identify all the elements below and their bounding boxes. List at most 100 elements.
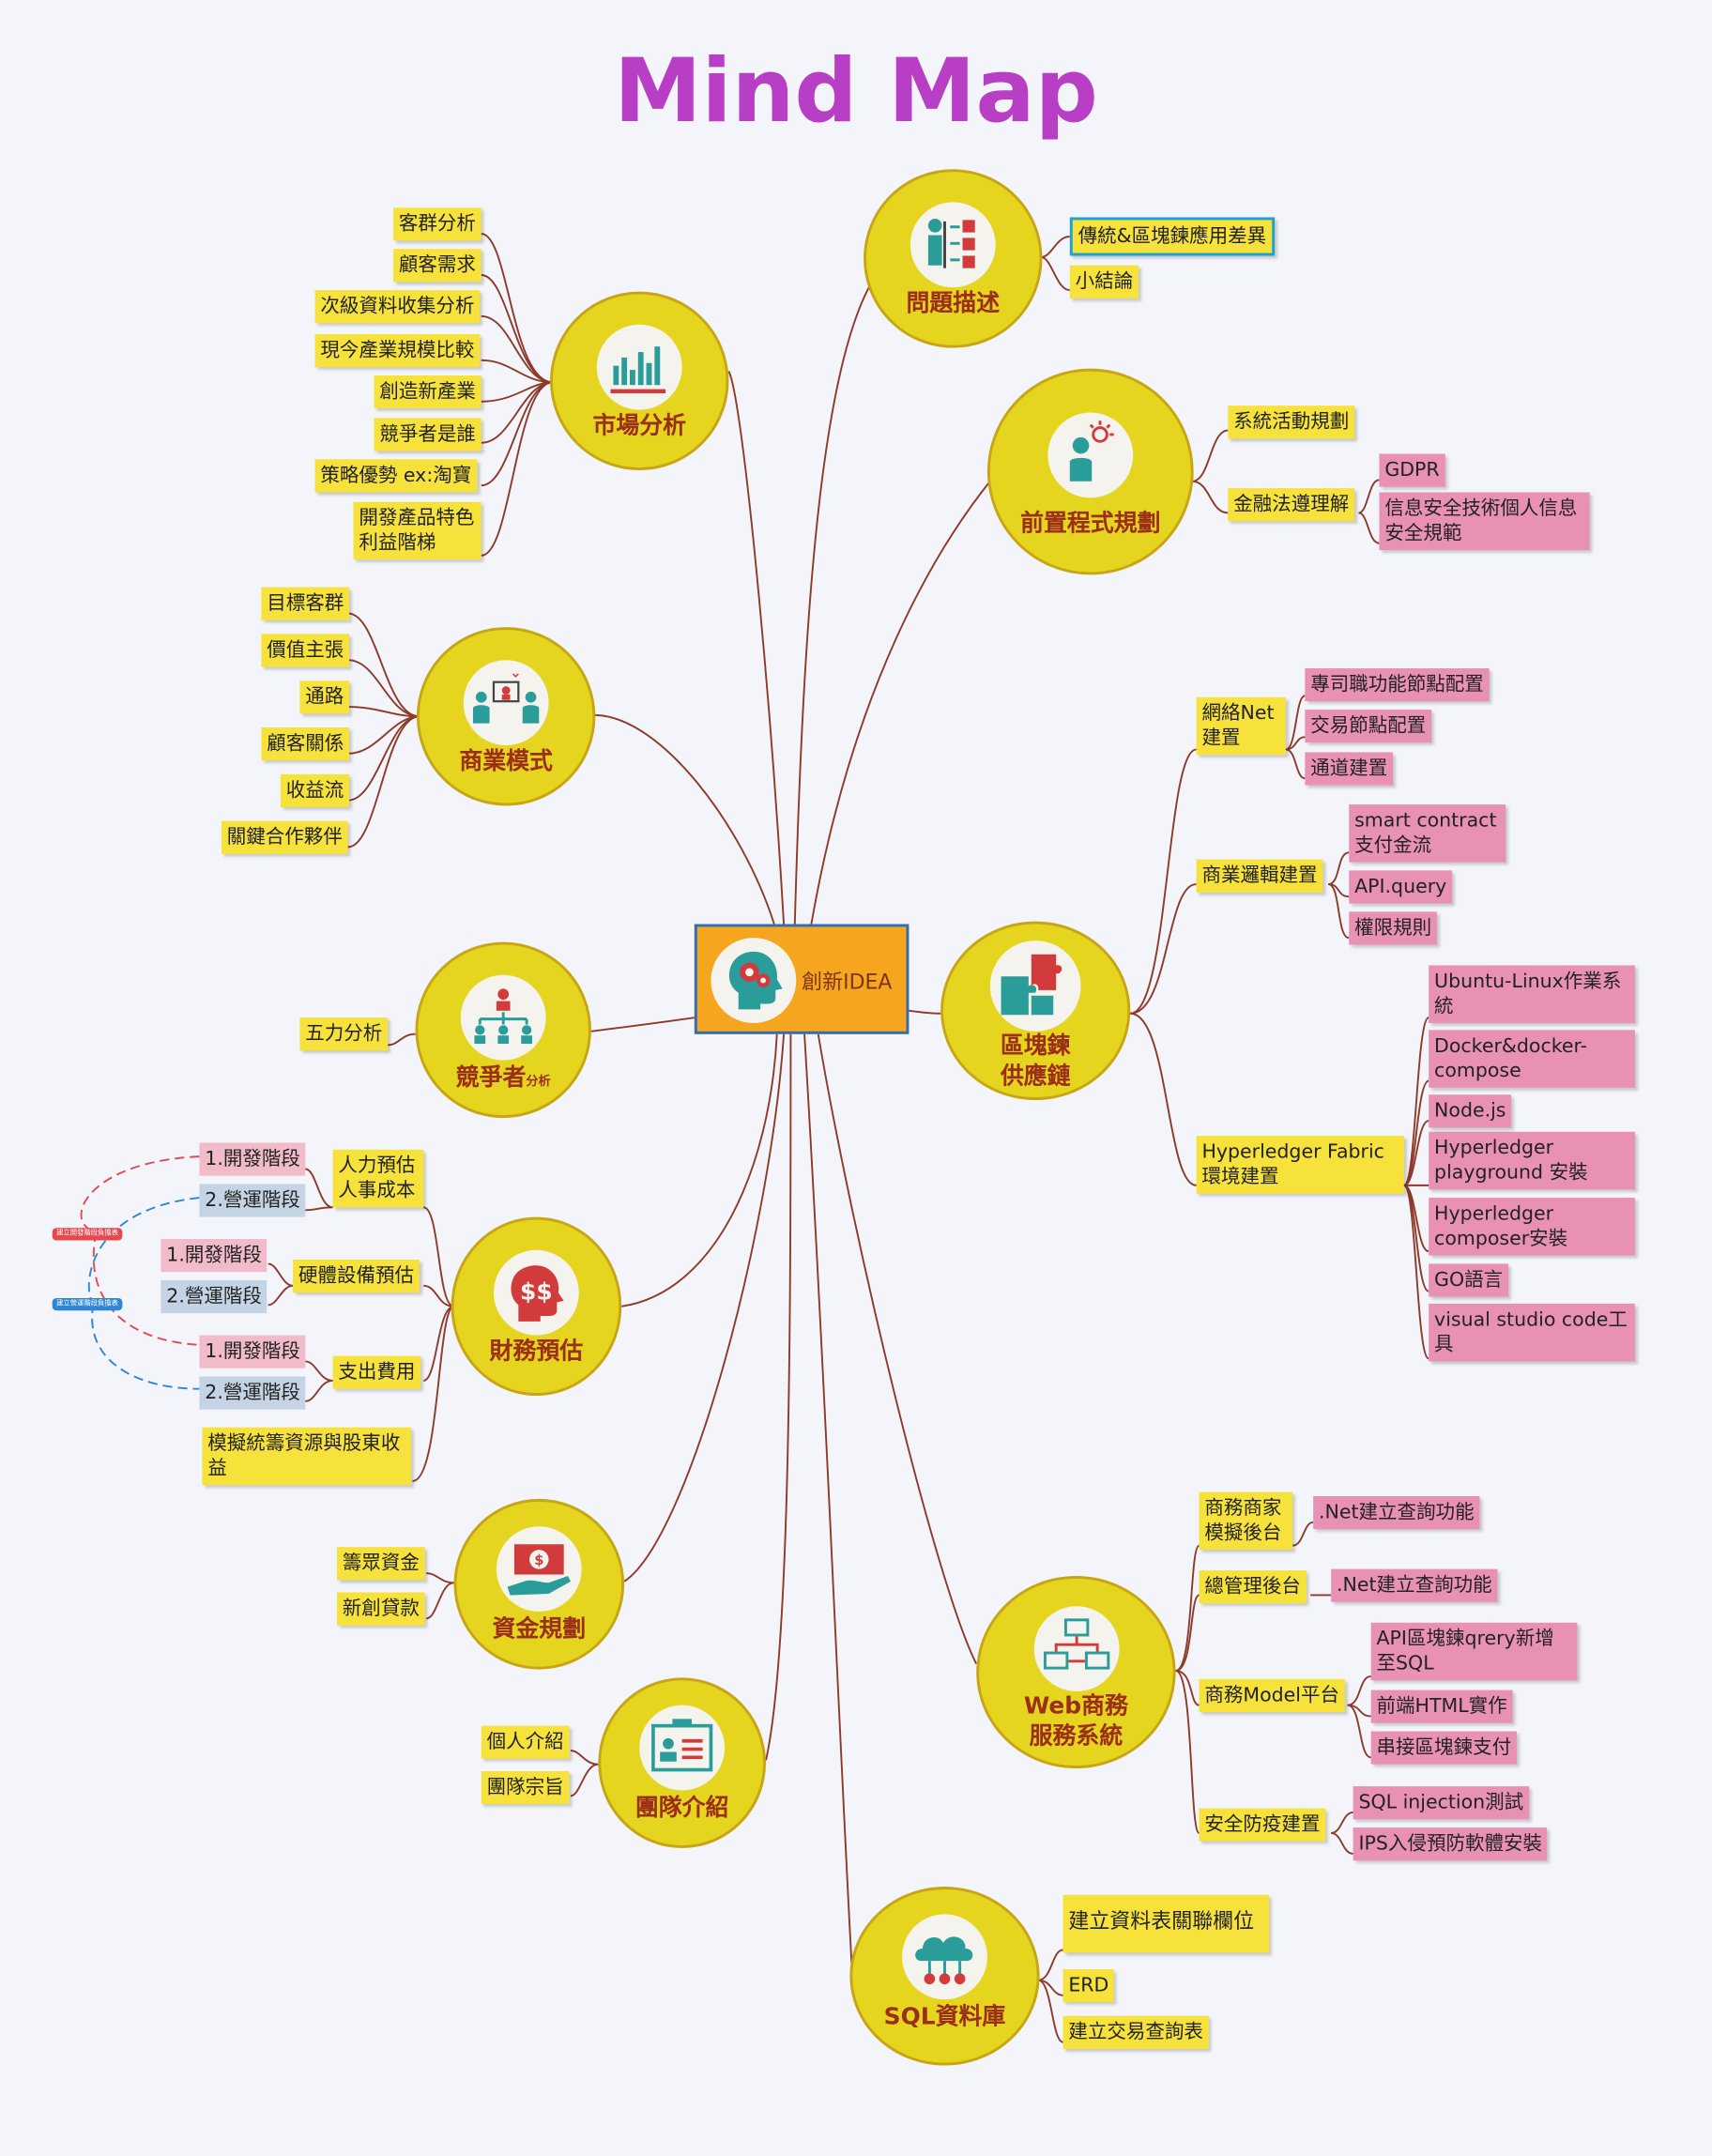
topic-blockchain[interactable]: 區塊鍊 供應鏈 bbox=[940, 921, 1131, 1101]
logic-permission[interactable]: 權限規則 bbox=[1349, 911, 1437, 945]
sql-item-3[interactable]: 建立交易查詢表 bbox=[1062, 2015, 1209, 2049]
problem-item-1[interactable]: 傳統&區塊鍊應用差異 bbox=[1069, 217, 1275, 256]
topic-market-label: 市場分析 bbox=[592, 412, 687, 440]
business-item-4[interactable]: 顧客關係 bbox=[261, 727, 350, 761]
business-item-5[interactable]: 收益流 bbox=[280, 773, 350, 807]
fabric-playground[interactable]: Hyperledger playground 安裝 bbox=[1429, 1131, 1635, 1190]
blockchain-net[interactable]: 網絡Net 建置 bbox=[1196, 696, 1286, 756]
topic-capital[interactable]: $ 資金規劃 bbox=[453, 1498, 625, 1670]
business-item-2[interactable]: 價值主張 bbox=[261, 634, 350, 667]
fabric-vscode[interactable]: visual studio code工 具 bbox=[1429, 1303, 1635, 1362]
market-item-8-line-2: 利益階梯 bbox=[359, 531, 436, 555]
fabric-composer-line-2: composer安裝 bbox=[1434, 1228, 1568, 1250]
pre-plan-item-2[interactable]: 金融法遵理解 bbox=[1228, 488, 1355, 522]
capital-item-1[interactable]: 籌眾資金 bbox=[336, 1547, 425, 1581]
topic-finance[interactable]: $$ 財務預估 bbox=[451, 1216, 622, 1397]
pre-plan-security-standard[interactable]: 信息安全技術個人信息 安全規範 bbox=[1379, 492, 1590, 551]
fabric-golang[interactable]: GO語言 bbox=[1429, 1263, 1508, 1297]
fabric-composer-line-1: Hyperledger bbox=[1434, 1202, 1554, 1226]
web-model-frontend[interactable]: 前端HTML實作 bbox=[1370, 1690, 1513, 1723]
competitor-label-small: 分析 bbox=[526, 1075, 551, 1090]
fabric-ubuntu-line-1: Ubuntu-Linux作業系 bbox=[1434, 971, 1622, 993]
competitor-item-1[interactable]: 五力分析 bbox=[299, 1017, 389, 1051]
web-model-payment[interactable]: 串接區塊鍊支付 bbox=[1370, 1731, 1517, 1765]
topic-web[interactable]: Web商務 服務系統 bbox=[976, 1575, 1176, 1769]
fabric-docker-line-2: compose bbox=[1434, 1060, 1521, 1083]
money-head-icon: $$ bbox=[493, 1249, 579, 1336]
market-item-4[interactable]: 現今產業規模比較 bbox=[314, 334, 481, 368]
fabric-playground-line-2: playground 安裝 bbox=[1434, 1161, 1588, 1185]
net-item-3[interactable]: 通道建置 bbox=[1305, 752, 1394, 786]
presenter-icon bbox=[910, 202, 996, 288]
finance-group-hr-line-2: 人事成本 bbox=[338, 1180, 416, 1202]
market-item-2[interactable]: 顧客需求 bbox=[393, 249, 482, 283]
finance-exp-stage-dev[interactable]: 1.開發階段 bbox=[199, 1335, 306, 1369]
pre-plan-security-line-2: 安全規範 bbox=[1384, 522, 1462, 545]
topic-problem-label: 問題描述 bbox=[906, 290, 1001, 318]
fabric-nodejs[interactable]: Node.js bbox=[1429, 1094, 1512, 1128]
finance-hr-stage-ops[interactable]: 2.營運階段 bbox=[199, 1184, 306, 1217]
topic-competitor[interactable]: 競爭者分析 bbox=[415, 941, 591, 1119]
network-icon bbox=[1032, 1606, 1119, 1692]
net-item-1[interactable]: 專司職功能節點配置 bbox=[1305, 668, 1490, 702]
web-model-api[interactable]: API區塊鍊qrery新增 至SQL bbox=[1370, 1622, 1578, 1681]
finance-hw-stage-dev[interactable]: 1.開發階段 bbox=[160, 1239, 268, 1273]
topic-team[interactable]: 團隊介紹 bbox=[598, 1677, 767, 1849]
pre-plan-gdpr[interactable]: GDPR bbox=[1379, 453, 1445, 487]
web-merchant[interactable]: 商務商家 模擬後台 bbox=[1199, 1491, 1293, 1551]
finance-simulation[interactable]: 模擬統籌資源與股東收 益 bbox=[202, 1427, 412, 1486]
web-merchant-item[interactable]: .Net建立查詢功能 bbox=[1313, 1495, 1480, 1530]
topic-problem[interactable]: 問題描述 bbox=[864, 169, 1043, 348]
fabric-ubuntu[interactable]: Ubuntu-Linux作業系 統 bbox=[1429, 965, 1635, 1024]
business-item-3[interactable]: 通路 bbox=[299, 680, 350, 714]
sql-item-2[interactable]: ERD bbox=[1062, 1968, 1115, 2003]
finance-hr-stage-dev[interactable]: 1.開發階段 bbox=[199, 1142, 306, 1176]
fabric-docker-line-1: Docker&docker- bbox=[1434, 1035, 1588, 1058]
blockchain-fabric-line-2: 環境建置 bbox=[1201, 1166, 1279, 1188]
web-security-sql[interactable]: SQL injection測試 bbox=[1353, 1786, 1530, 1820]
team-item-1[interactable]: 個人介紹 bbox=[481, 1725, 570, 1759]
blockchain-label-line-2: 供應鏈 bbox=[1000, 1063, 1071, 1091]
topic-market[interactable]: 市場分析 bbox=[550, 291, 729, 471]
market-item-7[interactable]: 策略優勢 ex:淘寶 bbox=[314, 459, 478, 493]
blockchain-logic[interactable]: 商業邏輯建置 bbox=[1196, 859, 1323, 893]
web-security-ips[interactable]: IPS入侵預防軟體安裝 bbox=[1353, 1827, 1548, 1861]
net-item-2[interactable]: 交易節點配置 bbox=[1305, 709, 1432, 743]
web-merchant-line-1: 商務商家 bbox=[1204, 1497, 1282, 1520]
web-model[interactable]: 商務Model平台 bbox=[1199, 1678, 1345, 1712]
pre-plan-item-1[interactable]: 系統活動規劃 bbox=[1228, 405, 1355, 439]
finance-exp-stage-ops[interactable]: 2.營運階段 bbox=[199, 1376, 306, 1410]
finance-hw-stage-ops[interactable]: 2.營運階段 bbox=[160, 1279, 268, 1314]
web-security[interactable]: 安全防疫建置 bbox=[1199, 1808, 1326, 1842]
problem-item-2[interactable]: 小結論 bbox=[1069, 265, 1139, 298]
fabric-composer[interactable]: Hyperledger composer安裝 bbox=[1429, 1198, 1635, 1256]
topic-web-label: Web商務 服務系統 bbox=[979, 1691, 1173, 1751]
market-item-8-line-1: 開發產品特色 bbox=[359, 507, 475, 530]
finance-group-expense[interactable]: 支出費用 bbox=[332, 1355, 421, 1389]
market-item-6[interactable]: 競爭者是誰 bbox=[374, 418, 482, 451]
finance-group-hardware[interactable]: 硬體設備預估 bbox=[293, 1259, 420, 1293]
logic-smart-contract[interactable]: smart contract 支付金流 bbox=[1349, 804, 1506, 863]
logic-api-query[interactable]: API.query bbox=[1349, 870, 1453, 904]
finance-simulation-line-2: 益 bbox=[207, 1457, 227, 1480]
fabric-docker[interactable]: Docker&docker- compose bbox=[1429, 1030, 1635, 1088]
market-item-8[interactable]: 開發產品特色 利益階梯 bbox=[353, 501, 482, 560]
badge-ops-burden[interactable]: 建立營運階段負擔表 bbox=[52, 1298, 123, 1311]
business-item-1[interactable]: 目標客群 bbox=[261, 587, 350, 620]
blockchain-fabric[interactable]: Hyperledger Fabric 環境建置 bbox=[1196, 1136, 1404, 1194]
topic-pre-plan[interactable]: 前置程式規劃 bbox=[986, 368, 1194, 575]
team-item-2[interactable]: 團隊宗旨 bbox=[481, 1770, 570, 1805]
capital-item-2[interactable]: 新創貸款 bbox=[336, 1592, 425, 1626]
central-topic[interactable]: 創新IDEA bbox=[694, 924, 910, 1034]
web-admin[interactable]: 總管理後台 bbox=[1199, 1570, 1307, 1604]
web-admin-item[interactable]: .Net建立查詢功能 bbox=[1331, 1568, 1498, 1602]
market-item-3[interactable]: 次級資料收集分析 bbox=[314, 290, 481, 324]
market-item-1[interactable]: 客群分析 bbox=[393, 207, 482, 241]
badge-dev-burden[interactable]: 建立開發階段負擔表 bbox=[52, 1228, 123, 1241]
business-item-6[interactable]: 關鍵合作夥伴 bbox=[221, 820, 348, 854]
topic-sql[interactable]: SQL資料庫 bbox=[849, 1887, 1040, 2066]
topic-business[interactable]: 商業模式 bbox=[416, 627, 596, 806]
finance-group-hr[interactable]: 人力預估 人事成本 bbox=[332, 1149, 424, 1208]
market-item-5[interactable]: 創造新產業 bbox=[374, 375, 482, 409]
sql-item-1[interactable]: 建立資料表關聯欄位 bbox=[1062, 1894, 1270, 1953]
